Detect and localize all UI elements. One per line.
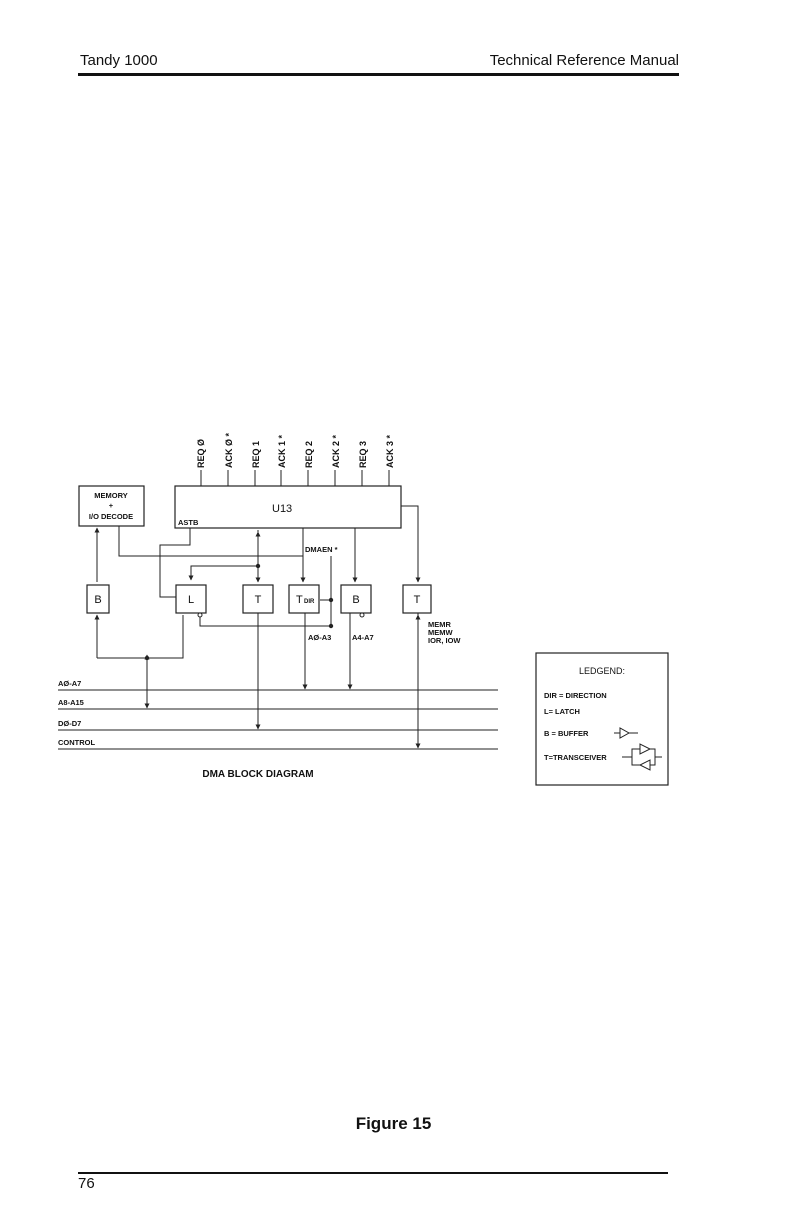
bus-label: DØ-D7 xyxy=(58,719,81,728)
legend-title: LEDGEND: xyxy=(579,666,625,676)
legend-item: T=TRANSCEIVER xyxy=(544,753,607,762)
signal-label: REQ Ø xyxy=(196,439,206,468)
decode-label: I/O DECODE xyxy=(89,512,133,521)
bus-label: A8-A15 xyxy=(58,698,84,707)
signal-label: ACK Ø * xyxy=(224,433,234,469)
legend-item: B = BUFFER xyxy=(544,729,589,738)
signal-lines xyxy=(201,470,389,486)
block-label: T xyxy=(296,594,303,606)
signal-label: ACK 3 * xyxy=(385,434,395,468)
dmaen-label: DMAEN * xyxy=(305,545,338,554)
control-line xyxy=(401,506,418,582)
bus-label: CONTROL xyxy=(58,738,95,747)
bus-label: AØ-A7 xyxy=(58,679,81,688)
u13-label: U13 xyxy=(272,503,292,515)
block-label: T xyxy=(414,594,421,606)
block-label: L xyxy=(188,594,194,606)
astb-label: ASTB xyxy=(178,518,199,527)
signal-label: REQ 3 xyxy=(358,441,368,468)
legend-item: DIR = DIRECTION xyxy=(544,691,607,700)
address-low-label: AØ-A3 xyxy=(308,633,331,642)
page-number: 76 xyxy=(78,1175,95,1192)
mem-signal-label: IOR, IOW xyxy=(428,636,461,645)
diagram-title: DMA BLOCK DIAGRAM xyxy=(202,769,313,780)
signal-labels: REQ Ø ACK Ø * REQ 1 ACK 1 * REQ 2 ACK 2 … xyxy=(196,433,395,469)
block-label: T xyxy=(255,594,262,606)
signal-label: REQ 1 xyxy=(251,441,261,468)
block-label: B xyxy=(352,594,359,606)
decode-label: MEMORY xyxy=(94,491,127,500)
decode-connection xyxy=(119,526,303,556)
footer-rule xyxy=(78,1172,668,1174)
signal-label: ACK 1 * xyxy=(277,434,287,468)
system-buses: AØ-A7 A8-A15 DØ-D7 CONTROL xyxy=(58,679,498,749)
signal-label: ACK 2 * xyxy=(331,434,341,468)
decode-label: + xyxy=(109,501,114,510)
legend-item: L= LATCH xyxy=(544,707,580,716)
address-high-label: A4-A7 xyxy=(352,633,374,642)
block-label: B xyxy=(94,594,101,606)
signal-label: REQ 2 xyxy=(304,441,314,468)
figure-caption: Figure 15 xyxy=(0,1114,787,1134)
dir-sub-label: DIR xyxy=(304,599,315,605)
